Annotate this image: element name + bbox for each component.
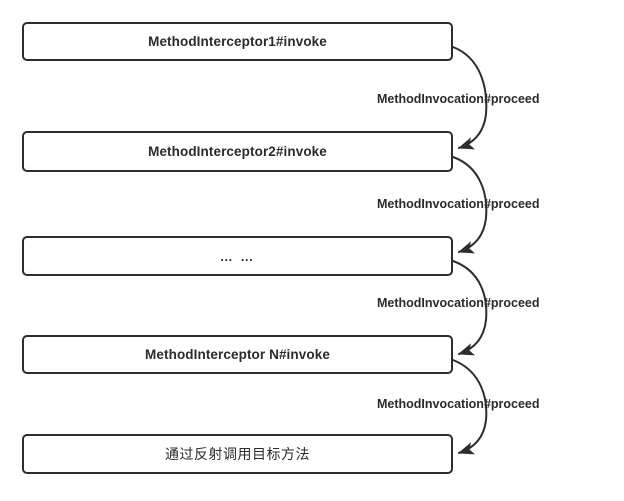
- node-label-interceptor-n: MethodInterceptor N#invoke: [145, 346, 330, 362]
- node-label-target-method: 通过反射调用目标方法: [165, 446, 310, 462]
- edge-label-2: MethodInvocation#proceed: [377, 197, 540, 211]
- node-interceptor-n[interactable]: MethodInterceptor N#invoke: [22, 335, 453, 374]
- node-interceptor-1[interactable]: MethodInterceptor1#invoke: [22, 22, 453, 61]
- edge-label-1: MethodInvocation#proceed: [377, 92, 540, 106]
- edge-label-4: MethodInvocation#proceed: [377, 397, 540, 411]
- node-label-interceptor-2: MethodInterceptor2#invoke: [148, 143, 327, 159]
- node-interceptor-2[interactable]: MethodInterceptor2#invoke: [22, 131, 453, 172]
- edge-label-3: MethodInvocation#proceed: [377, 296, 540, 310]
- node-target-method[interactable]: 通过反射调用目标方法: [22, 434, 453, 474]
- node-label-interceptor-ellipsis: … …: [219, 248, 256, 264]
- node-label-interceptor-1: MethodInterceptor1#invoke: [148, 33, 327, 49]
- node-interceptor-ellipsis[interactable]: … …: [22, 236, 453, 276]
